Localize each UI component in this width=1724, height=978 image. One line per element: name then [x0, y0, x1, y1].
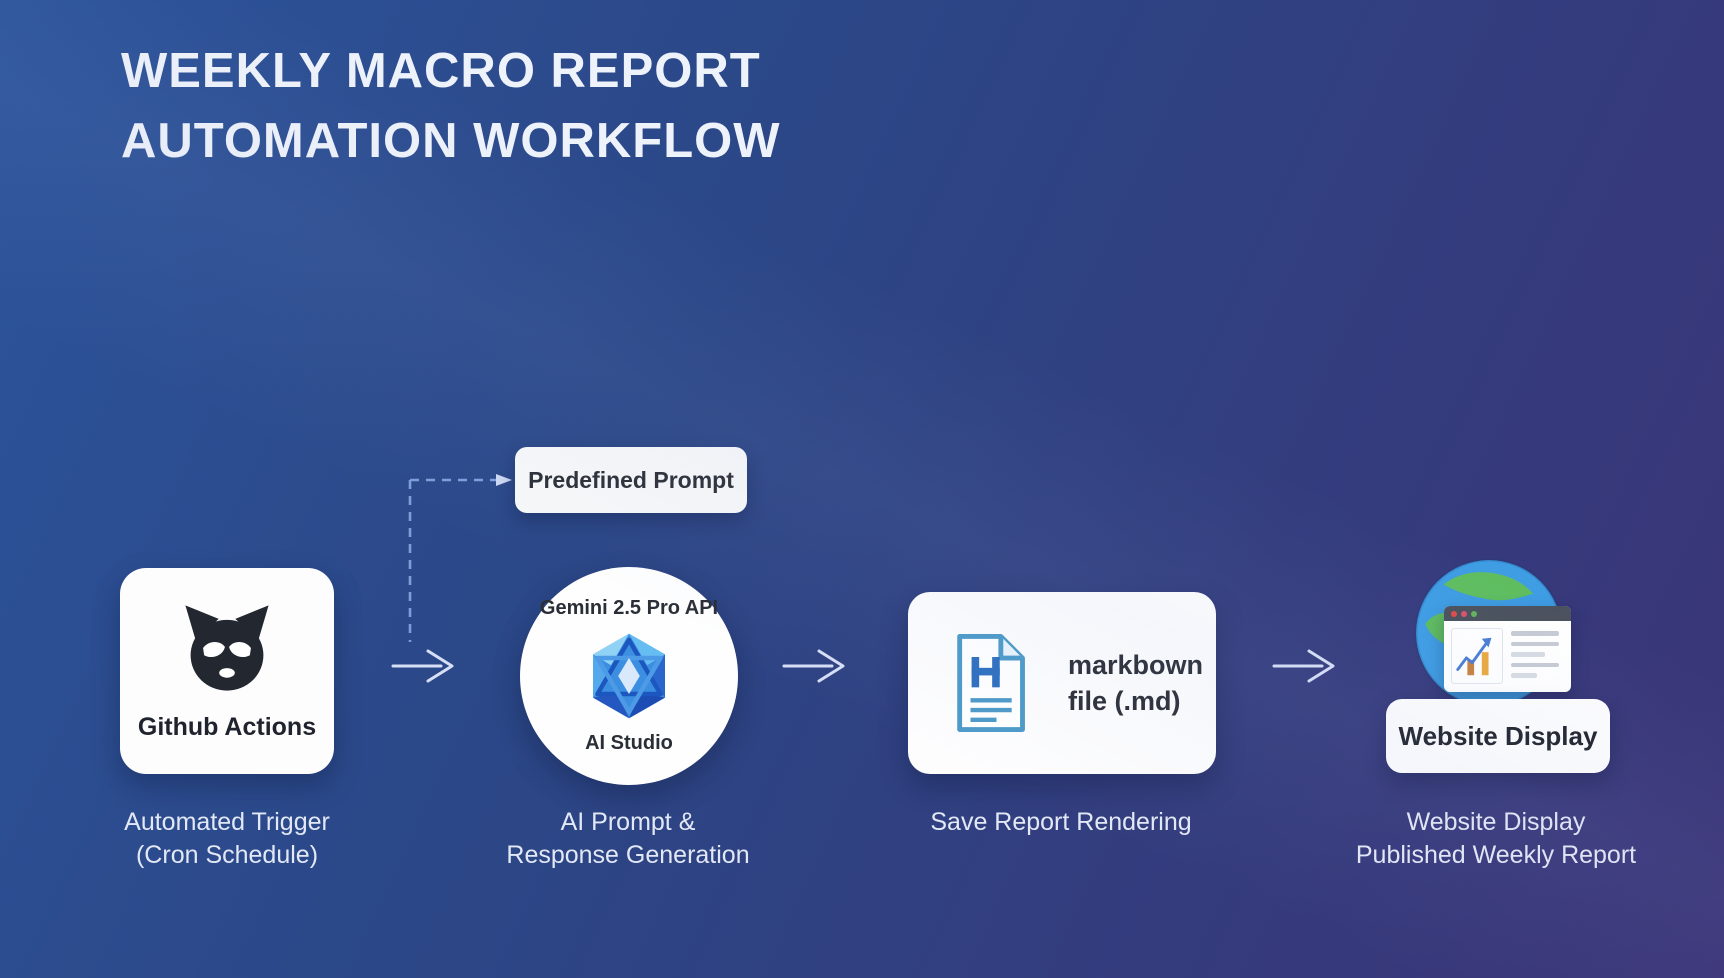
- placeholder-text-lines: [1511, 631, 1559, 684]
- predefined-prompt-label: Predefined Prompt: [528, 466, 734, 493]
- dashed-connector: [408, 474, 512, 642]
- ai-studio-label: AI Studio: [585, 732, 673, 754]
- website-display-label: Website Display: [1398, 720, 1598, 751]
- caption-step4: Website Display Published Weekly Report: [1326, 806, 1666, 872]
- caption-step1-line2: (Cron Schedule): [135, 841, 319, 869]
- caption-step3: Save Report Rendering: [891, 806, 1231, 839]
- window-dot-pink-icon: [1461, 610, 1467, 617]
- mini-chart-icon: [1451, 628, 1503, 684]
- github-actions-node: Github Actions: [120, 568, 334, 774]
- browser-window-icon: [1444, 606, 1571, 692]
- caption-step2-line1: AI Prompt &: [560, 808, 696, 836]
- ai-studio-node: Gemini 2.5 Pro API AI Studio: [520, 567, 738, 785]
- markdown-file-node: markbown file (.md): [908, 592, 1216, 774]
- website-display-node: Website Display: [1386, 699, 1610, 773]
- window-dot-green-icon: [1471, 610, 1477, 617]
- flow-arrow-icon: [1272, 649, 1335, 683]
- caption-step3-line1: Save Report Rendering: [930, 808, 1192, 836]
- page-title-line1: WEEKLY MACRO REPORT: [121, 44, 761, 98]
- caption-step1: Automated Trigger (Cron Schedule): [57, 806, 397, 872]
- caption-step4-line1: Website Display: [1406, 808, 1586, 836]
- window-dot-red-icon: [1451, 610, 1457, 617]
- gemini-api-label: Gemini 2.5 Pro API: [539, 597, 719, 619]
- markdown-document-icon: [957, 633, 1025, 733]
- markdown-file-label-line2: file (.md): [1068, 686, 1181, 716]
- caption-step2-line2: Response Generation: [506, 841, 750, 869]
- markdown-file-label-line1: markbown: [1068, 650, 1204, 680]
- markdown-file-label: markbown file (.md): [1068, 647, 1203, 719]
- caption-step1-line1: Automated Trigger: [124, 808, 330, 836]
- browser-window-body: [1444, 621, 1571, 691]
- ai-studio-gem-icon: [593, 633, 665, 719]
- predefined-prompt-node: Predefined Prompt: [515, 447, 747, 513]
- caption-step2: AI Prompt & Response Generation: [458, 806, 798, 872]
- github-actions-label: Github Actions: [137, 712, 317, 741]
- browser-window-titlebar: [1444, 606, 1571, 621]
- page-title-line2: AUTOMATION WORKFLOW: [121, 114, 781, 168]
- page-title: WEEKLY MACRO REPORT AUTOMATION WORKFLOW: [121, 36, 781, 176]
- caption-step4-line2: Published Weekly Report: [1355, 841, 1637, 869]
- github-cat-icon: [185, 604, 269, 691]
- flow-arrow-icon: [391, 649, 454, 683]
- flow-arrow-icon: [782, 649, 845, 683]
